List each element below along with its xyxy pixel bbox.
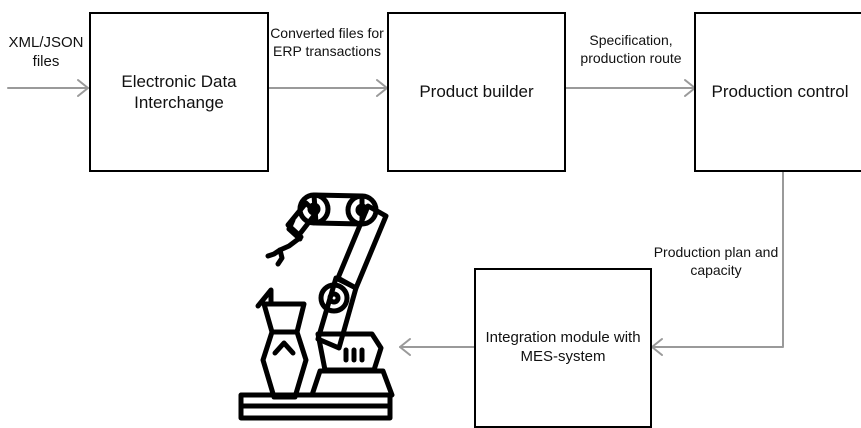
input-arrow [7, 79, 89, 97]
node-label: Production control [711, 82, 849, 102]
builder-to-control-arrow [565, 79, 696, 97]
node-integration-module[interactable]: Integration module with MES-system [474, 268, 652, 428]
node-label: Product builder [419, 82, 534, 102]
node-electronic-data-interchange[interactable]: Electronic Data Interchange [89, 12, 269, 172]
edi-to-builder-arrow [267, 79, 388, 97]
control-to-integration-label: Production plan and capacity [653, 244, 779, 278]
node-product-builder[interactable]: Product builder [387, 12, 566, 172]
industrial-robot-arm-icon [236, 186, 395, 424]
edi-to-builder-label: Converted files for ERP transactions [270, 25, 384, 59]
input-files-label: XML/JSON files [8, 34, 84, 70]
node-label: Integration module with MES-system [485, 329, 641, 365]
node-label: Electronic Data Interchange [121, 71, 237, 112]
integration-to-robot-arrow [399, 338, 475, 356]
node-production-control[interactable]: Production control [694, 12, 861, 172]
builder-to-control-label: Specification, production route [580, 32, 682, 66]
control-to-integration-arrow [651, 169, 784, 356]
